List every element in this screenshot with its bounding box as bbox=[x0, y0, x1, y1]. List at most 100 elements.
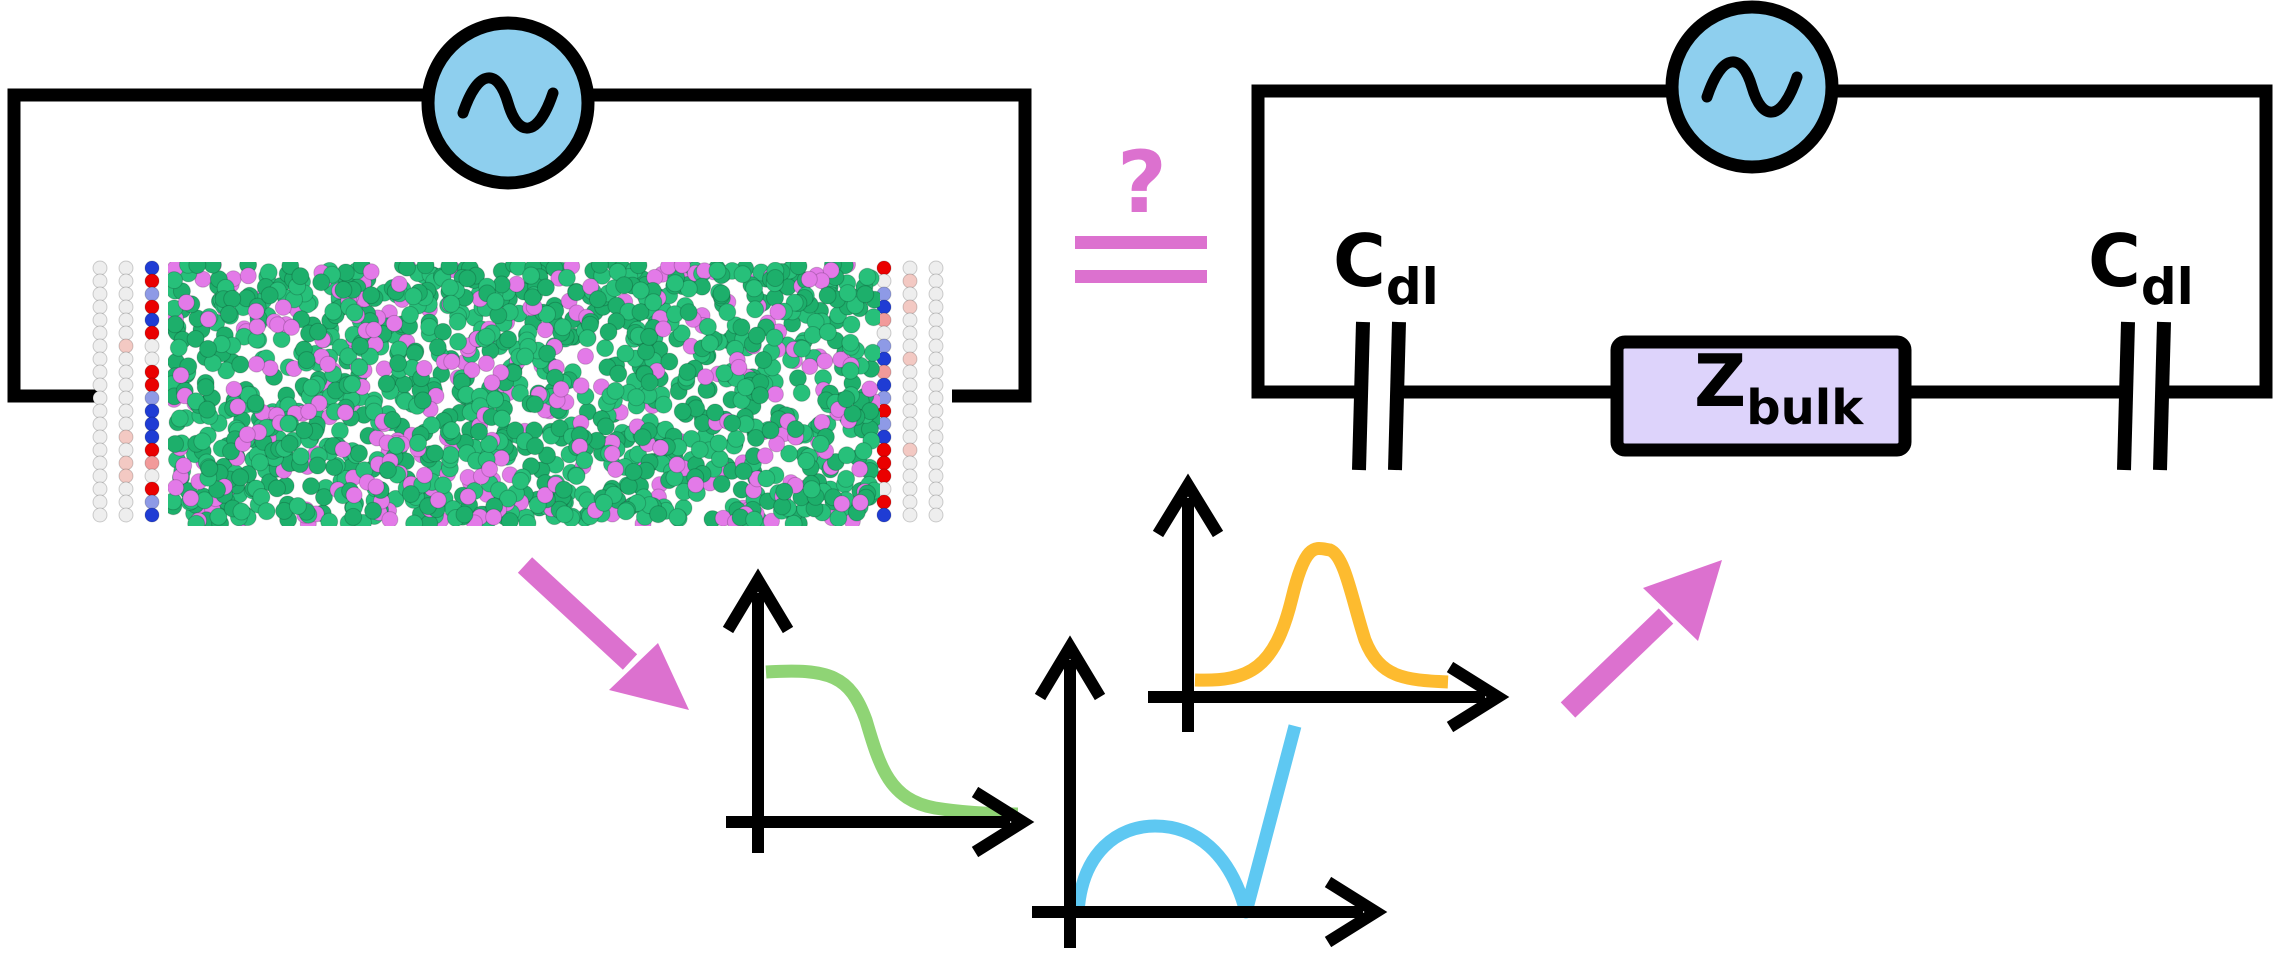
solvent-particle bbox=[780, 444, 799, 463]
solvent-particle bbox=[344, 507, 363, 526]
ion-particle bbox=[536, 321, 554, 339]
solvent-particle bbox=[723, 414, 742, 433]
solvent-particle bbox=[330, 421, 349, 440]
solvent-particle bbox=[209, 507, 228, 526]
left-circuit bbox=[7, 16, 1032, 403]
ion-particle bbox=[668, 456, 686, 474]
ion-particle bbox=[182, 489, 200, 507]
electrode-atom bbox=[144, 429, 160, 445]
solvent-particle bbox=[223, 289, 242, 308]
ion-particle bbox=[483, 374, 501, 392]
electrode-atom bbox=[144, 364, 160, 380]
solvent-particle bbox=[350, 444, 368, 463]
ion-particle bbox=[572, 377, 590, 395]
electrode-atom bbox=[902, 312, 918, 328]
x-axis-arrowhead bbox=[1446, 661, 1510, 733]
solvent-particle bbox=[765, 328, 784, 347]
ion-particle bbox=[552, 380, 570, 398]
electrode-atom bbox=[92, 273, 108, 289]
electrode-atom bbox=[902, 390, 918, 406]
electrode-atom bbox=[876, 507, 892, 523]
electrode-atom bbox=[902, 273, 918, 289]
solvent-particle bbox=[377, 374, 396, 393]
solvent-particle bbox=[279, 414, 298, 433]
ion-particle bbox=[225, 380, 243, 398]
ion-particle bbox=[673, 262, 691, 274]
solvent-particle bbox=[575, 451, 594, 470]
electrode-atom bbox=[928, 481, 944, 497]
electrode-atom bbox=[928, 442, 944, 458]
solvent-particle bbox=[712, 284, 731, 303]
solvent-particle bbox=[678, 362, 697, 381]
solvent-particle bbox=[615, 276, 634, 295]
solvent-particle bbox=[666, 274, 685, 293]
solvent-particle bbox=[260, 286, 279, 305]
electrode-atom bbox=[928, 403, 944, 419]
peak-curve bbox=[1194, 542, 1449, 689]
electrode-atom bbox=[928, 364, 944, 380]
electrode-atom bbox=[902, 455, 918, 471]
solvent-particle bbox=[449, 332, 468, 351]
solvent-particle bbox=[525, 395, 544, 414]
electrode-atom bbox=[92, 481, 108, 497]
solvent-particle bbox=[732, 318, 751, 337]
electrode-atom bbox=[902, 260, 918, 276]
y-axis-arrowhead bbox=[1034, 635, 1106, 701]
solvent-particle bbox=[640, 327, 658, 346]
electrode-atom bbox=[92, 286, 108, 302]
electrode-atom bbox=[144, 507, 160, 523]
solvent-particle bbox=[706, 403, 725, 422]
solvent-particle bbox=[637, 342, 655, 361]
solvent-particle bbox=[297, 351, 316, 370]
solvent-particle bbox=[746, 429, 765, 447]
electrode-atom bbox=[92, 351, 108, 367]
ion-particle bbox=[654, 320, 672, 338]
electrode-atom bbox=[144, 468, 160, 484]
ion-particle bbox=[416, 466, 433, 484]
solvent-particle bbox=[308, 456, 327, 475]
solvent-particle bbox=[441, 445, 460, 464]
ion-particle bbox=[477, 355, 495, 372]
solvent-particle bbox=[631, 281, 650, 300]
solvent-particle bbox=[538, 446, 556, 465]
solvent-particle bbox=[599, 322, 618, 341]
ion-particle bbox=[429, 491, 447, 509]
solvent-particle bbox=[434, 322, 452, 341]
ion-particle bbox=[459, 488, 477, 506]
solvent-particle bbox=[339, 347, 358, 366]
electrode-atom bbox=[118, 442, 134, 458]
electrode-atom bbox=[876, 377, 892, 393]
ion-particle bbox=[336, 404, 354, 421]
solvent-particle bbox=[629, 262, 648, 275]
decay-curve-plot bbox=[722, 568, 1035, 858]
solvent-particle bbox=[232, 502, 251, 521]
solvent-particle bbox=[841, 333, 860, 352]
electrode-atom bbox=[928, 468, 944, 484]
ion-particle bbox=[801, 358, 819, 375]
electrode-atom bbox=[92, 468, 108, 484]
solvent-particle bbox=[649, 505, 668, 524]
electrode-atom bbox=[92, 338, 108, 354]
electrode-atom bbox=[118, 429, 134, 445]
solvent-particle bbox=[448, 312, 467, 331]
electrode-atom bbox=[144, 351, 160, 367]
ion-particle bbox=[247, 302, 265, 320]
solvent-particle bbox=[486, 390, 504, 409]
electrode-atom bbox=[118, 325, 134, 341]
solvent-particle bbox=[751, 386, 770, 405]
solvent-particle bbox=[188, 262, 207, 274]
solvent-particle bbox=[268, 479, 286, 498]
electrode-atom bbox=[876, 260, 892, 276]
ac-source-icon bbox=[421, 16, 595, 190]
solvent-particle bbox=[511, 471, 530, 490]
ion-particle bbox=[385, 314, 403, 332]
electrode-atom bbox=[928, 494, 944, 510]
solvent-particle bbox=[837, 469, 856, 488]
electrode-atom bbox=[902, 416, 918, 432]
solvent-particle bbox=[775, 482, 794, 501]
electrode-atom bbox=[928, 299, 944, 315]
x-axis-arrowhead bbox=[971, 786, 1035, 858]
electrode-atom bbox=[928, 351, 944, 367]
solvent-particle bbox=[168, 315, 185, 334]
solvent-particle bbox=[624, 462, 643, 481]
